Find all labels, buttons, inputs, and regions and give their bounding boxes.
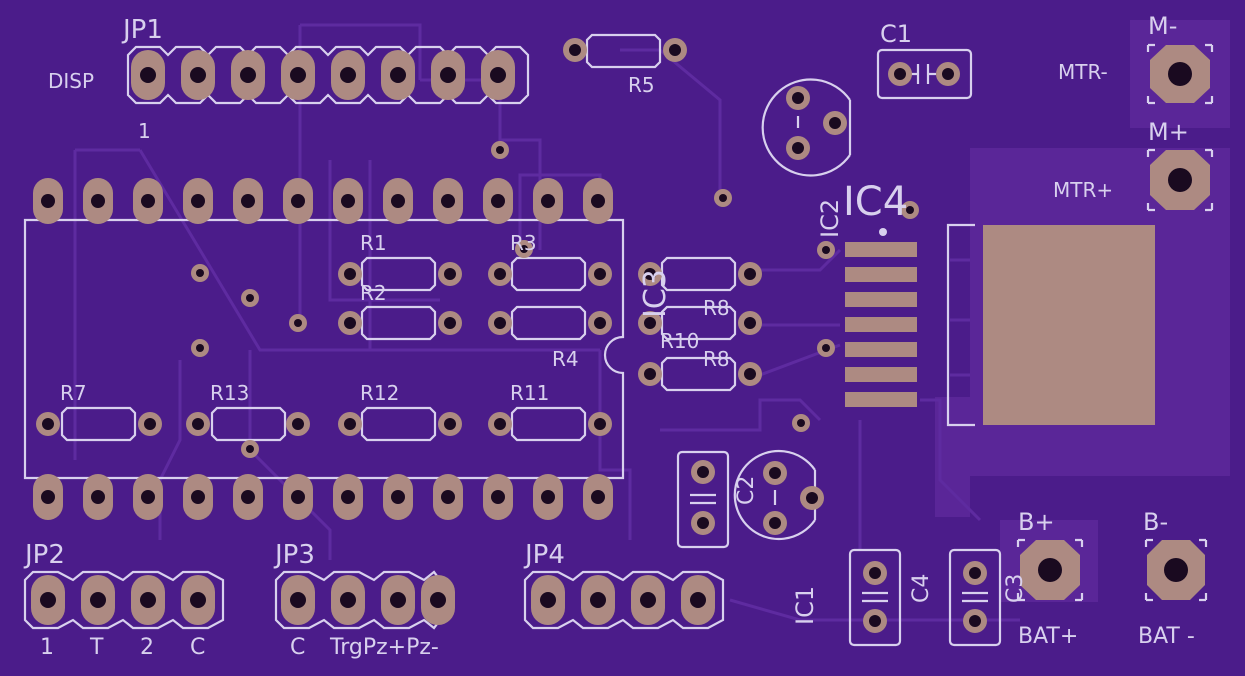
label-b-minus: B- bbox=[1143, 508, 1168, 536]
resistor-r1 bbox=[338, 256, 462, 292]
label-r12: R12 bbox=[360, 381, 399, 405]
dip-chip-outline bbox=[23, 218, 625, 480]
jp1-header bbox=[126, 45, 530, 105]
label-ic3: IC3 bbox=[638, 269, 673, 318]
c3-capacitor bbox=[948, 548, 1002, 647]
resistor-r8a bbox=[638, 256, 762, 292]
jp2-header bbox=[23, 570, 225, 630]
label-jp3-c: C bbox=[290, 635, 305, 660]
silkscreen-labels: JP1 DISP 1 C1 R5 M- MTR- M+ MTR+ IC4 IC2… bbox=[23, 12, 1195, 660]
label-jp3-pins: TrgPz+Pz- bbox=[329, 635, 439, 660]
label-jp2-1: 1 bbox=[40, 635, 54, 660]
ic4-pins bbox=[845, 242, 917, 407]
vias bbox=[191, 141, 919, 458]
resistor-r12 bbox=[338, 406, 462, 442]
label-r13: R13 bbox=[210, 381, 249, 405]
r5-resistor bbox=[563, 33, 687, 69]
ic4-tab bbox=[983, 225, 1155, 425]
jp1-pads bbox=[131, 50, 515, 100]
ic2-regulator bbox=[761, 78, 852, 177]
resistor-r7 bbox=[36, 406, 162, 442]
label-bat-minus: BAT - bbox=[1138, 624, 1195, 649]
dip-top-pads bbox=[33, 178, 613, 224]
label-ic4: IC4 bbox=[843, 179, 908, 225]
label-c3: C3 bbox=[1003, 574, 1028, 603]
label-c1: C1 bbox=[880, 20, 912, 48]
label-c4: C4 bbox=[909, 574, 934, 603]
resistor-r3 bbox=[488, 256, 612, 292]
label-m-minus: M- bbox=[1148, 12, 1177, 40]
label-bat-plus: BAT+ bbox=[1018, 624, 1078, 649]
ic4-package bbox=[845, 223, 1155, 427]
label-r4: R4 bbox=[552, 347, 579, 371]
jp3-header bbox=[274, 570, 455, 630]
battery-minus-connector bbox=[1144, 538, 1208, 602]
label-jp2-t: T bbox=[89, 635, 104, 660]
resistor-r8b bbox=[638, 356, 762, 392]
label-ic1: IC1 bbox=[791, 586, 819, 625]
label-m-plus: M+ bbox=[1148, 118, 1189, 146]
label-jp1-pin1: 1 bbox=[138, 119, 151, 143]
label-r5: R5 bbox=[628, 73, 655, 97]
label-r2: R2 bbox=[360, 281, 387, 305]
resistor-r4 bbox=[488, 305, 612, 341]
battery-plus-connector bbox=[1016, 538, 1084, 602]
c2-capacitor bbox=[676, 450, 730, 549]
label-r3: R3 bbox=[510, 231, 537, 255]
label-r1: R1 bbox=[360, 231, 387, 255]
resistor-r2 bbox=[338, 305, 462, 341]
label-jp2: JP2 bbox=[23, 540, 65, 570]
label-r7: R7 bbox=[60, 381, 87, 405]
label-c2: C2 bbox=[734, 476, 759, 505]
label-r10: R10 bbox=[660, 329, 699, 353]
resistor-r11 bbox=[488, 406, 612, 442]
label-r8b: R8 bbox=[703, 347, 730, 371]
resistor-r10 bbox=[638, 305, 762, 341]
dip-bottom-pads bbox=[33, 474, 613, 520]
c4-capacitor bbox=[848, 548, 902, 647]
label-jp3: JP3 bbox=[273, 540, 315, 570]
motor-minus-connector bbox=[1146, 43, 1214, 105]
ic1-regulator bbox=[733, 449, 824, 541]
label-r8a: R8 bbox=[703, 296, 730, 320]
label-jp2-2: 2 bbox=[140, 635, 154, 660]
label-r11: R11 bbox=[510, 381, 549, 405]
label-disp: DISP bbox=[48, 69, 94, 93]
label-b-plus: B+ bbox=[1018, 508, 1055, 536]
label-jp2-c: C bbox=[190, 635, 205, 660]
label-jp4: JP4 bbox=[523, 540, 565, 570]
label-jp1: JP1 bbox=[121, 15, 163, 45]
label-ic2: IC2 bbox=[816, 199, 844, 238]
motor-plus-connector bbox=[1146, 148, 1214, 212]
label-mtr-plus: MTR+ bbox=[1053, 178, 1113, 202]
resistor-r13 bbox=[186, 406, 310, 442]
label-mtr-minus: MTR- bbox=[1058, 60, 1108, 84]
jp4-header bbox=[523, 570, 725, 630]
c1-capacitor bbox=[876, 48, 973, 100]
